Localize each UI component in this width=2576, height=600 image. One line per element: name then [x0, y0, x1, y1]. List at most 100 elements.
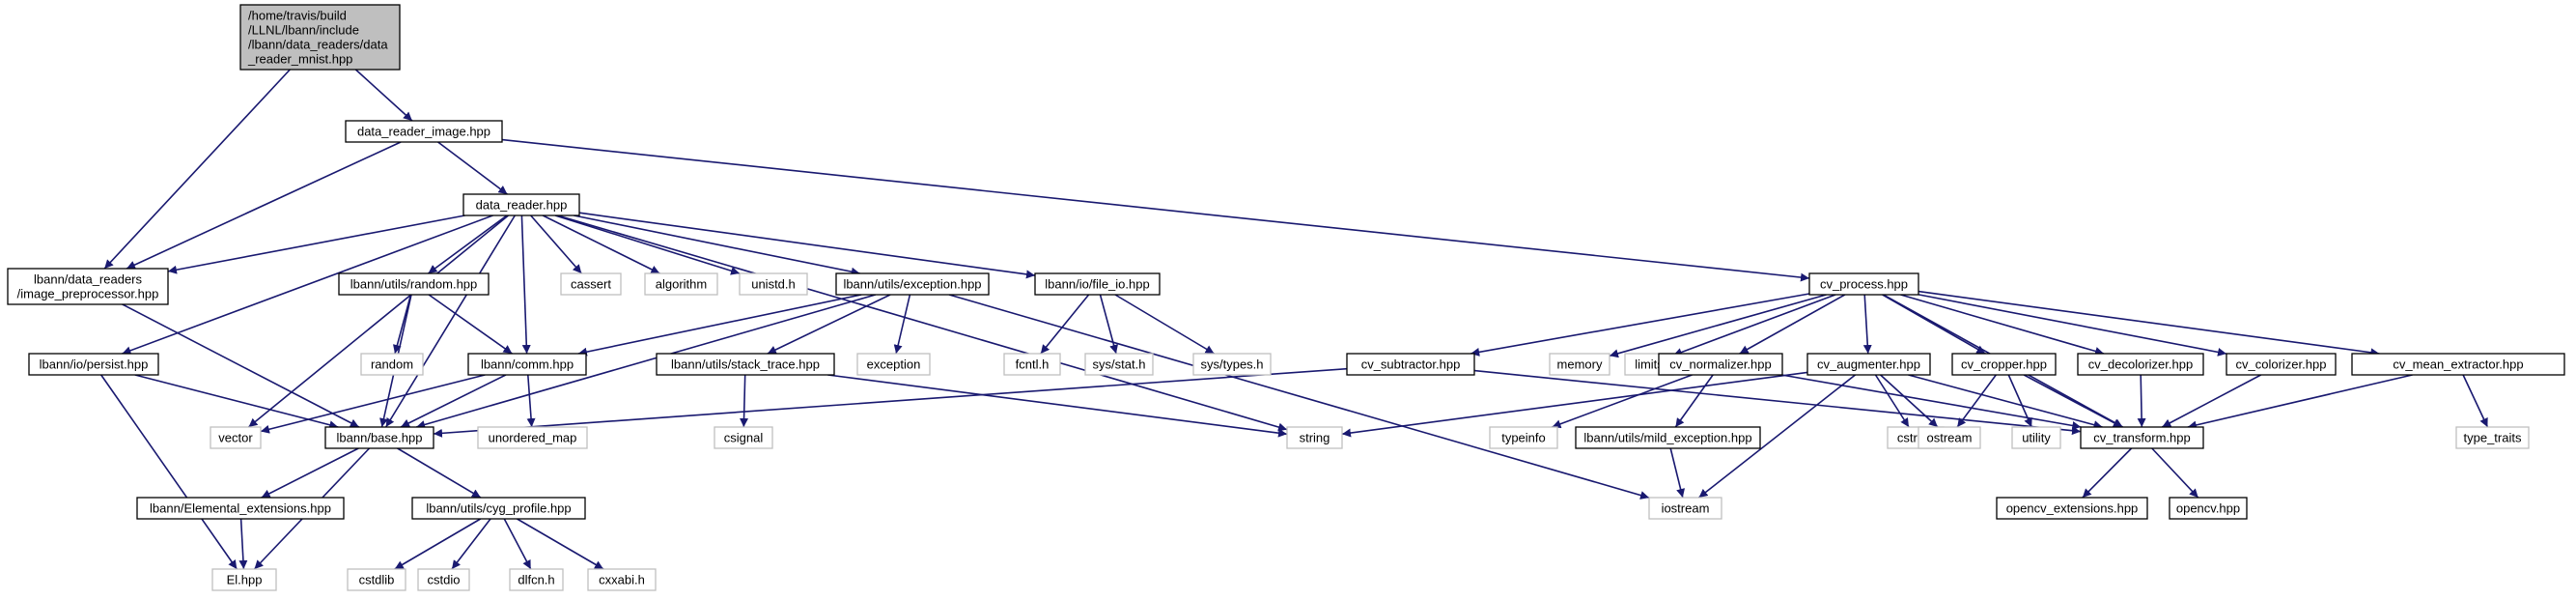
node-cvcrop[interactable]: cv_cropper.hpp	[1951, 353, 2057, 376]
edge-dr-to-string	[557, 214, 1288, 432]
edge-exc-to-iostream	[948, 294, 1650, 500]
node-label: data_reader_image.hpp	[357, 125, 490, 139]
edge-dr-to-vector	[247, 214, 510, 428]
node-fio[interactable]: lbann/io/file_io.hpp	[1034, 272, 1161, 296]
node-label: cv_transform.hpp	[2093, 431, 2190, 445]
edge-fio-to-fcntl	[1040, 294, 1090, 355]
node-comm[interactable]: lbann/comm.hpp	[467, 353, 587, 376]
node-exception: exception	[856, 353, 931, 376]
edge-root-to-ip	[103, 69, 291, 270]
edge-dr-to-unistd	[554, 214, 741, 275]
edge-cyg-to-cstdio	[451, 518, 491, 570]
node-box	[7, 268, 169, 305]
node-label: sys/types.h	[1200, 357, 1263, 372]
edge-cvt-to-ocvext	[2082, 447, 2133, 499]
node-box	[338, 272, 490, 296]
node-box	[1489, 426, 1558, 449]
node-box	[835, 272, 990, 296]
node-label: cxxabi.h	[599, 573, 645, 587]
edge-fio-to-systypes	[1114, 294, 1215, 355]
node-ip[interactable]: lbann/data_readers/image_preprocessor.hp…	[7, 268, 169, 305]
node-box	[1575, 426, 1761, 449]
node-label: dlfcn.h	[518, 573, 554, 587]
edge-st-to-csignal	[740, 374, 749, 428]
edge-dri-to-ip	[126, 141, 402, 270]
node-box	[1806, 353, 1931, 376]
edge-cvnorm-to-typeinfo	[1552, 374, 1693, 429]
node-mildexc[interactable]: lbann/utils/mild_exception.hpp	[1575, 426, 1761, 449]
node-label: lbann/utils/mild_exception.hpp	[1583, 431, 1751, 445]
node-cvmean[interactable]: cv_mean_extractor.hpp	[2351, 353, 2565, 376]
node-box	[239, 4, 401, 71]
edge-dr-to-comm	[520, 214, 531, 355]
node-box	[360, 353, 424, 376]
node-cvp[interactable]: cv_process.hpp	[1808, 272, 1919, 296]
node-cvsub[interactable]: cv_subtractor.hpp	[1346, 353, 1475, 376]
node-box	[477, 426, 588, 449]
node-box	[2077, 353, 2204, 376]
node-box	[1658, 353, 1783, 376]
edge-elext-to-el	[238, 518, 248, 570]
edge-ip-to-base	[122, 303, 360, 428]
node-label: lbann/io/persist.hpp	[40, 357, 149, 372]
node-label: cassert	[571, 277, 611, 292]
node-dr[interactable]: data_reader.hpp	[462, 193, 580, 216]
node-box	[345, 120, 503, 143]
node-cvnorm[interactable]: cv_normalizer.hpp	[1658, 353, 1783, 376]
node-label: cv_normalizer.hpp	[1669, 357, 1772, 372]
edge-exc-to-base	[415, 294, 877, 429]
node-label: fcntl.h	[1016, 357, 1050, 372]
node-box	[324, 426, 434, 449]
edge-cvmean-to-cvt	[2187, 374, 2413, 430]
node-box	[739, 272, 808, 296]
node-cvt[interactable]: cv_transform.hpp	[2080, 426, 2204, 449]
edge-cvcrop-to-utility	[2007, 374, 2032, 428]
node-box	[210, 426, 262, 449]
node-box	[28, 353, 159, 376]
node-box	[467, 353, 587, 376]
node-box	[1808, 272, 1919, 296]
node-cxxabi: cxxabi.h	[587, 568, 657, 591]
edge-cvp-to-cvcol	[1918, 294, 2227, 357]
node-box	[136, 497, 345, 520]
node-label: lbann/utils/exception.hpp	[843, 277, 981, 292]
node-box	[2080, 426, 2204, 449]
node-cvaug[interactable]: cv_augmenter.hpp	[1806, 353, 1931, 376]
node-dlfcn: dlfcn.h	[509, 568, 564, 591]
node-iostream: iostream	[1648, 497, 1722, 520]
node-label: cv_subtractor.hpp	[1361, 357, 1461, 372]
node-vector: vector	[210, 426, 262, 449]
node-label: utility	[2022, 431, 2051, 445]
node-root[interactable]: /home/travis/build/LLNL/lbann/include/lb…	[239, 4, 401, 71]
node-sysstat: sys/stat.h	[1084, 353, 1154, 376]
node-label: lbann/comm.hpp	[481, 357, 574, 372]
node-box	[1003, 353, 1061, 376]
node-cvcol[interactable]: cv_colorizer.hpp	[2226, 353, 2337, 376]
node-dri[interactable]: data_reader_image.hpp	[345, 120, 503, 143]
node-persist[interactable]: lbann/io/persist.hpp	[28, 353, 159, 376]
node-elext[interactable]: lbann/Elemental_extensions.hpp	[136, 497, 345, 520]
node-el: El.hpp	[211, 568, 277, 591]
edge-cyg-to-cstdlib	[394, 518, 482, 570]
node-ocv[interactable]: opencv.hpp	[2169, 497, 2248, 520]
node-label: opencv_extensions.hpp	[2006, 501, 2139, 516]
node-label: lbann/data_readers	[34, 272, 143, 287]
node-label: unistd.h	[751, 277, 796, 292]
edge-cvp-to-limits	[1672, 294, 1836, 357]
node-cyg[interactable]: lbann/utils/cyg_profile.hpp	[411, 497, 586, 520]
node-st[interactable]: lbann/utils/stack_trace.hpp	[656, 353, 835, 376]
node-cvdecol[interactable]: cv_decolorizer.hpp	[2077, 353, 2204, 376]
node-ocvext[interactable]: opencv_extensions.hpp	[1996, 497, 2148, 520]
node-label: opencv.hpp	[2176, 501, 2240, 516]
node-base[interactable]: lbann/base.hpp	[324, 426, 434, 449]
node-csignal: csignal	[714, 426, 773, 449]
node-label: typeinfo	[1501, 431, 1546, 445]
edge-exc-to-comm	[577, 294, 862, 357]
node-label: lbann/io/file_io.hpp	[1045, 277, 1149, 292]
node-label: memory	[1557, 357, 1603, 372]
node-rnd[interactable]: lbann/utils/random.hpp	[338, 272, 490, 296]
node-exc[interactable]: lbann/utils/exception.hpp	[835, 272, 990, 296]
edge-dr-to-algorithm	[542, 214, 660, 274]
edge-cvcrop-to-cvt	[2023, 374, 2123, 428]
